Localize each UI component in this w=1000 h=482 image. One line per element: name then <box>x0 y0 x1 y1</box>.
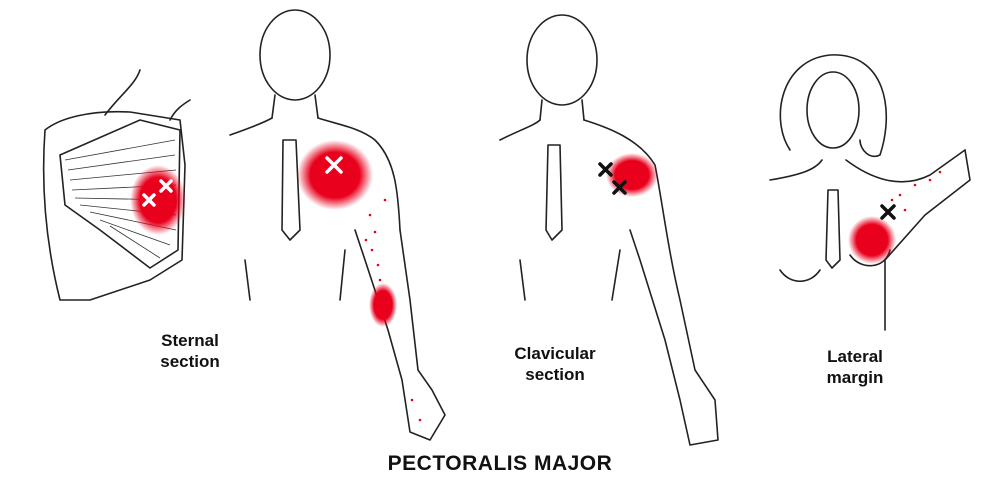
pain-zone-shoulder <box>606 153 658 197</box>
pain-zone-elbow <box>369 283 397 327</box>
label-line: section <box>160 352 220 371</box>
x-marker-white <box>142 156 343 207</box>
pain-zone-breast <box>848 216 896 264</box>
sternal-figure <box>229 9 446 441</box>
lateral-figure <box>769 54 971 331</box>
anatomy-figure <box>42 69 191 301</box>
label-clavicular-section: Clavicular section <box>495 343 615 385</box>
label-line: margin <box>826 368 884 387</box>
label-lateral-margin: Lateral margin <box>800 346 910 388</box>
trigger-point-markers <box>142 156 896 220</box>
pain-spread-axilla <box>890 170 942 212</box>
pain-zone-sternal <box>130 165 186 235</box>
label-line: Lateral <box>827 347 883 366</box>
x-marker-black <box>598 162 896 220</box>
label-sternal-section: Sternal section <box>135 330 245 372</box>
label-line: Sternal <box>161 331 219 350</box>
label-line: Clavicular <box>514 344 596 363</box>
pain-zone-chest <box>297 140 373 210</box>
label-line: section <box>525 365 585 384</box>
pain-spread-arm <box>364 198 422 422</box>
diagram-title: PECTORALIS MAJOR <box>387 452 613 475</box>
